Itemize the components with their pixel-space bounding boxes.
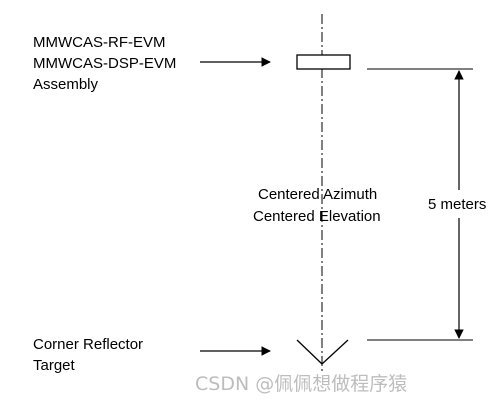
target-label-line1: Corner Reflector [33,336,143,353]
target-label-line2: Target [33,357,76,374]
radar-board-rectangle [296,54,351,70]
csdn-watermark: CSDN @佩佩想做程序猿 [195,373,407,395]
assembly-label-line1: MMWCAS-RF-EVM [33,34,165,51]
center-label-azimuth: Centered Azimuth [258,186,377,203]
corner-reflector-shape [296,339,349,365]
center-label-elevation: Centered Elevation [253,208,381,225]
assembly-label-line3: Assembly [33,76,99,93]
assembly-label-line2: MMWCAS-DSP-EVM [33,55,176,72]
distance-label: 5 meters [428,196,486,213]
